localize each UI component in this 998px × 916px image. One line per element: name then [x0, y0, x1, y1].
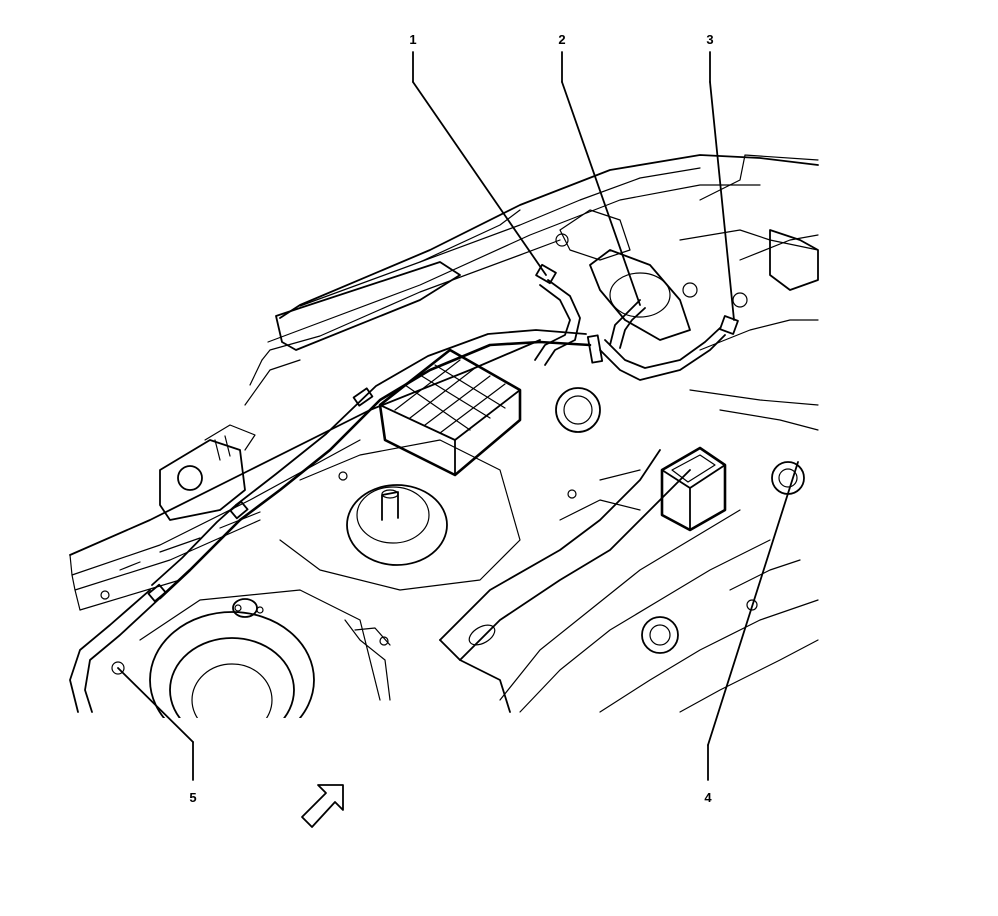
- fuse-relay-block: [378, 348, 522, 477]
- leader-3-diagonal: [709, 81, 735, 321]
- leader-4-diagonal: [707, 461, 799, 746]
- callout-labels: 1 2 3 4 5: [189, 32, 713, 805]
- strut-tower-center: [279, 439, 521, 591]
- strut-tower-lower-left: [139, 589, 391, 718]
- callout-4: 4: [704, 790, 712, 805]
- upper-right-components: [555, 154, 819, 431]
- callout-3: 3: [706, 32, 713, 47]
- callout-leaders: [117, 51, 799, 781]
- callout-2: 2: [558, 32, 565, 47]
- left-mount-bracket: [159, 424, 256, 521]
- left-fender-apron: [69, 339, 541, 611]
- wiring-harness: [69, 329, 604, 713]
- leader-1-diagonal: [412, 81, 547, 276]
- illustration: [69, 154, 819, 718]
- fasteners: [100, 471, 577, 675]
- leader-2-diagonal: [561, 81, 641, 306]
- callout-1: 1: [409, 32, 416, 47]
- upper-cowl-panel: [244, 154, 819, 406]
- vacuum-hoses: [534, 263, 739, 381]
- lower-frame-rails: [439, 449, 819, 713]
- front-direction-arrow-icon: [301, 784, 344, 828]
- grommet-right: [555, 387, 805, 654]
- leader-5-diagonal: [117, 667, 194, 743]
- harness-connector-center: [660, 446, 727, 532]
- callout-5: 5: [189, 790, 196, 805]
